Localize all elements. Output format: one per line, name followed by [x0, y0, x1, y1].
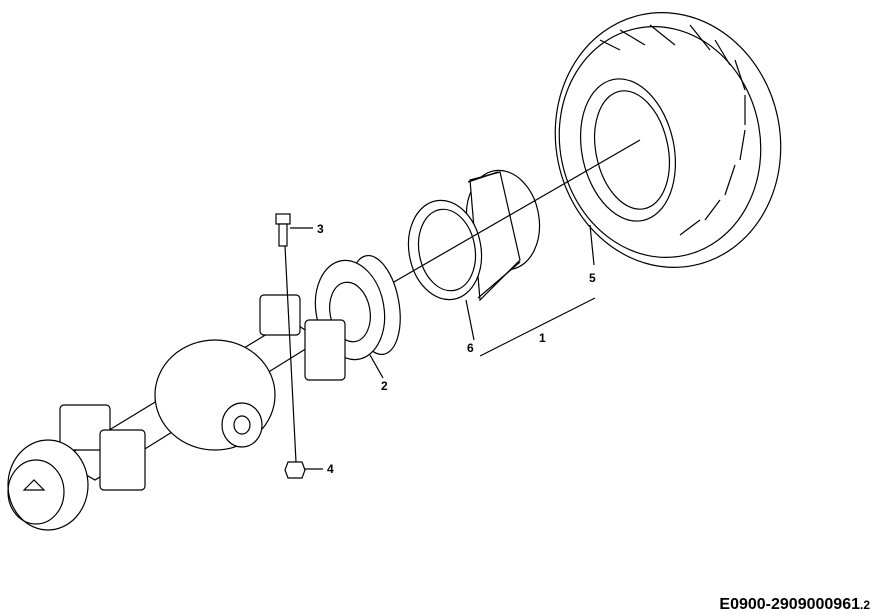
callout-4: 4 [327, 462, 334, 476]
leader-lines [290, 224, 596, 470]
callout-2: 2 [381, 379, 388, 393]
nut [284, 461, 306, 479]
reference-suffix: .2 [859, 598, 870, 612]
callout-1: 1 [539, 331, 546, 345]
callout-5: 5 [589, 271, 596, 285]
callout-6: 6 [467, 341, 474, 355]
callout-3: 3 [317, 222, 324, 236]
wheel-rim [407, 169, 541, 302]
reference-code: E0900-2909000961 [719, 596, 860, 613]
drawing-reference-code: E0900-2909000961.2 [719, 596, 870, 614]
axle-housing [7, 294, 346, 531]
tire [554, 12, 782, 268]
callout-labels: 1 2 3 4 5 6 [317, 222, 596, 476]
bolt [275, 213, 297, 463]
